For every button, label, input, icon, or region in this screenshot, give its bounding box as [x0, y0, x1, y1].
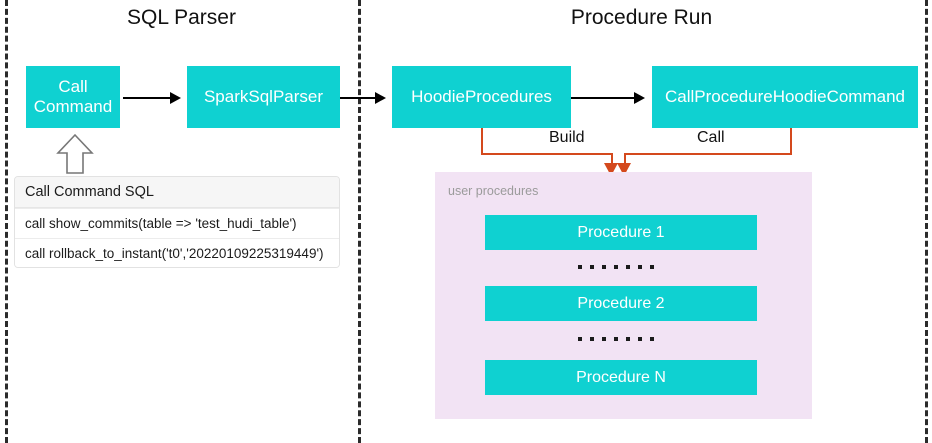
edge-hoodieprocedures-to-callprocedure-line — [571, 97, 635, 99]
edge-label-build: Build — [544, 129, 590, 147]
node-call-procedure-hoodie-command[interactable]: CallProcedureHoodieCommand — [652, 66, 918, 128]
edge-label-call: Call — [692, 129, 730, 147]
procedure-box[interactable]: Procedure N — [485, 360, 757, 395]
edge-sparksqlparser-to-hoodieprocedures-line — [340, 97, 376, 99]
divider-right — [925, 0, 928, 443]
node-hoodie-procedures[interactable]: HoodieProcedures — [392, 66, 571, 128]
sql-table-row: call rollback_to_instant('t0','202201092… — [15, 238, 339, 267]
section-title-procedure-run: Procedure Run — [570, 6, 713, 29]
ellipsis-dots — [578, 337, 654, 341]
edge-call-bridge — [624, 153, 792, 155]
user-procedures-caption: user procedures — [448, 184, 539, 198]
edge-build-stem — [481, 128, 483, 154]
edge-hoodieprocedures-to-callprocedure-arrow — [634, 92, 645, 104]
section-title-sql-parser: SQL Parser — [127, 6, 236, 29]
block-up-arrow-icon — [55, 133, 95, 180]
node-call-command[interactable]: Call Command — [26, 66, 120, 128]
ellipsis-dots — [578, 265, 654, 269]
call-command-sql-table: Call Command SQL call show_commits(table… — [14, 176, 340, 268]
procedure-box[interactable]: Procedure 2 — [485, 286, 757, 321]
edge-build-bridge — [481, 153, 612, 155]
divider-left — [5, 0, 8, 443]
edge-sparksqlparser-to-hoodieprocedures-arrow — [375, 92, 386, 104]
edge-build-drop — [611, 153, 613, 166]
edge-call-drop — [624, 153, 626, 166]
edge-callcommand-to-sparksqlparser-line — [123, 97, 171, 99]
edge-call-stem — [790, 128, 792, 154]
procedure-box[interactable]: Procedure 1 — [485, 215, 757, 250]
sql-table-row: call show_commits(table => 'test_hudi_ta… — [15, 208, 339, 238]
node-spark-sql-parser[interactable]: SparkSqlParser — [187, 66, 340, 128]
sql-table-header: Call Command SQL — [15, 177, 339, 208]
edge-callcommand-to-sparksqlparser-arrow — [170, 92, 181, 104]
divider-middle — [358, 0, 361, 443]
